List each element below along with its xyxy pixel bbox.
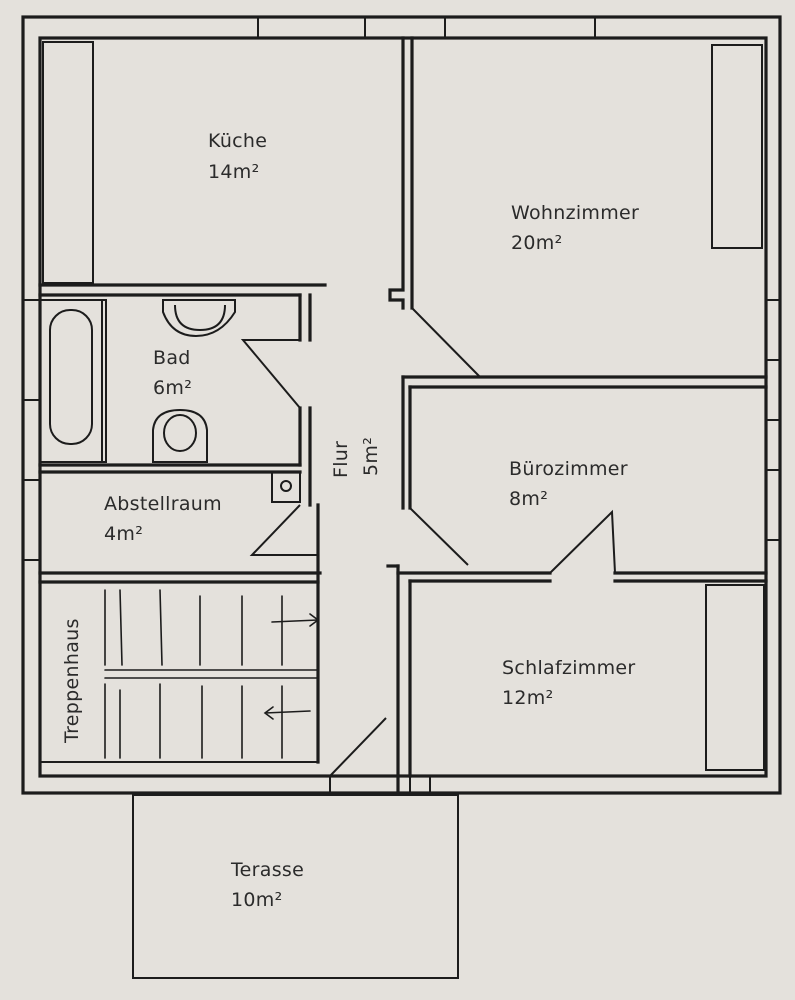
kitchen-counter bbox=[42, 41, 94, 284]
interior-walls bbox=[38, 36, 768, 795]
bedroom-wardrobe bbox=[705, 584, 765, 771]
schlafzimmer-area: 12m² bbox=[502, 687, 554, 709]
labels: Küche 14m² Wohnzimmer 20m² Bad 6m² Flur … bbox=[61, 130, 639, 911]
kueche-name: Küche bbox=[208, 130, 267, 152]
toilet-icon bbox=[152, 408, 208, 463]
bathtub-icon bbox=[49, 309, 93, 445]
kueche-area: 14m² bbox=[208, 161, 260, 183]
wohnzimmer-name: Wohnzimmer bbox=[511, 202, 639, 224]
bad-name: Bad bbox=[153, 347, 191, 369]
living-room-shelf bbox=[711, 44, 763, 249]
doors bbox=[240, 307, 616, 777]
bad-area: 6m² bbox=[153, 377, 192, 399]
terrace bbox=[132, 794, 459, 979]
stairs-down-arrow bbox=[263, 706, 311, 720]
buerozimmer-name: Bürozimmer bbox=[509, 458, 628, 480]
treppenhaus-name: Treppenhaus bbox=[61, 618, 83, 744]
sink-icon bbox=[162, 299, 236, 338]
schlafzimmer-name: Schlafzimmer bbox=[502, 657, 636, 679]
hatched-areas bbox=[42, 41, 765, 771]
flur-name: Flur bbox=[330, 441, 352, 478]
flur-area: 5m² bbox=[360, 437, 382, 476]
stairs-up-arrow bbox=[271, 613, 320, 627]
stairs bbox=[104, 589, 320, 759]
boiler-icon bbox=[271, 471, 301, 503]
bathroom-fixtures bbox=[39, 299, 301, 503]
wohnzimmer-area: 20m² bbox=[511, 232, 563, 254]
buerozimmer-area: 8m² bbox=[509, 488, 548, 510]
terasse-area: 10m² bbox=[231, 889, 283, 911]
abstellraum-name: Abstellraum bbox=[104, 493, 222, 515]
abstellraum-area: 4m² bbox=[104, 523, 143, 545]
terasse-name: Terasse bbox=[230, 859, 304, 881]
